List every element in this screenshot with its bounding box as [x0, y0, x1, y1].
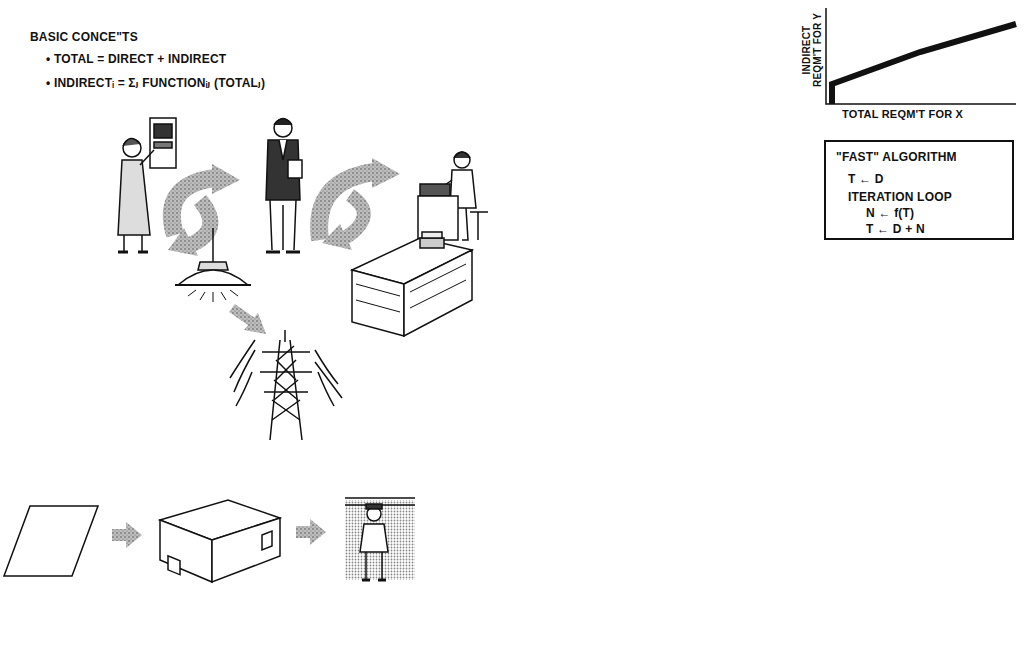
algorithm-step: T ← D + N: [866, 222, 925, 236]
axis-label: INDIRECT REQM'T FOR Y: [801, 5, 825, 95]
office-desk: [352, 232, 472, 336]
bullet-text: • TOTAL = DIRECT + INDIRECT: [46, 52, 226, 66]
stippled-arrow: [296, 519, 326, 545]
box-heading: "FAST" ALGORITHM: [836, 150, 957, 164]
security-guard: [345, 498, 415, 580]
chart: [826, 8, 1016, 104]
bullet-text: • INDIRECTᵢ = Σⱼ FUNCTIONᵢⱼ (TOTALⱼ): [46, 76, 265, 90]
axis-label: TOTAL REQM'T FOR X: [842, 108, 963, 120]
paper-sheet: [4, 506, 98, 576]
ceiling-lamp: [175, 228, 251, 302]
woman-at-typewriter: [418, 152, 488, 240]
heading: BASIC CONCE"TS: [30, 30, 138, 44]
man-with-clipboard: [266, 119, 302, 253]
stippled-arrow: [319, 158, 400, 250]
algorithm-step: T ← D: [848, 172, 884, 186]
computer-unit: [160, 500, 280, 582]
stippled-arrow: [112, 522, 142, 548]
algorithm-step: N ← f(T): [866, 206, 914, 220]
stippled-arrow: [168, 164, 240, 256]
stippled-arrow: [232, 308, 266, 334]
algorithm-box: "FAST" ALGORITHM T ← D ITERATION LOOP N ← f…: [824, 140, 1014, 240]
power-tower: [230, 330, 342, 440]
algorithm-step: ITERATION LOOP: [848, 190, 952, 204]
